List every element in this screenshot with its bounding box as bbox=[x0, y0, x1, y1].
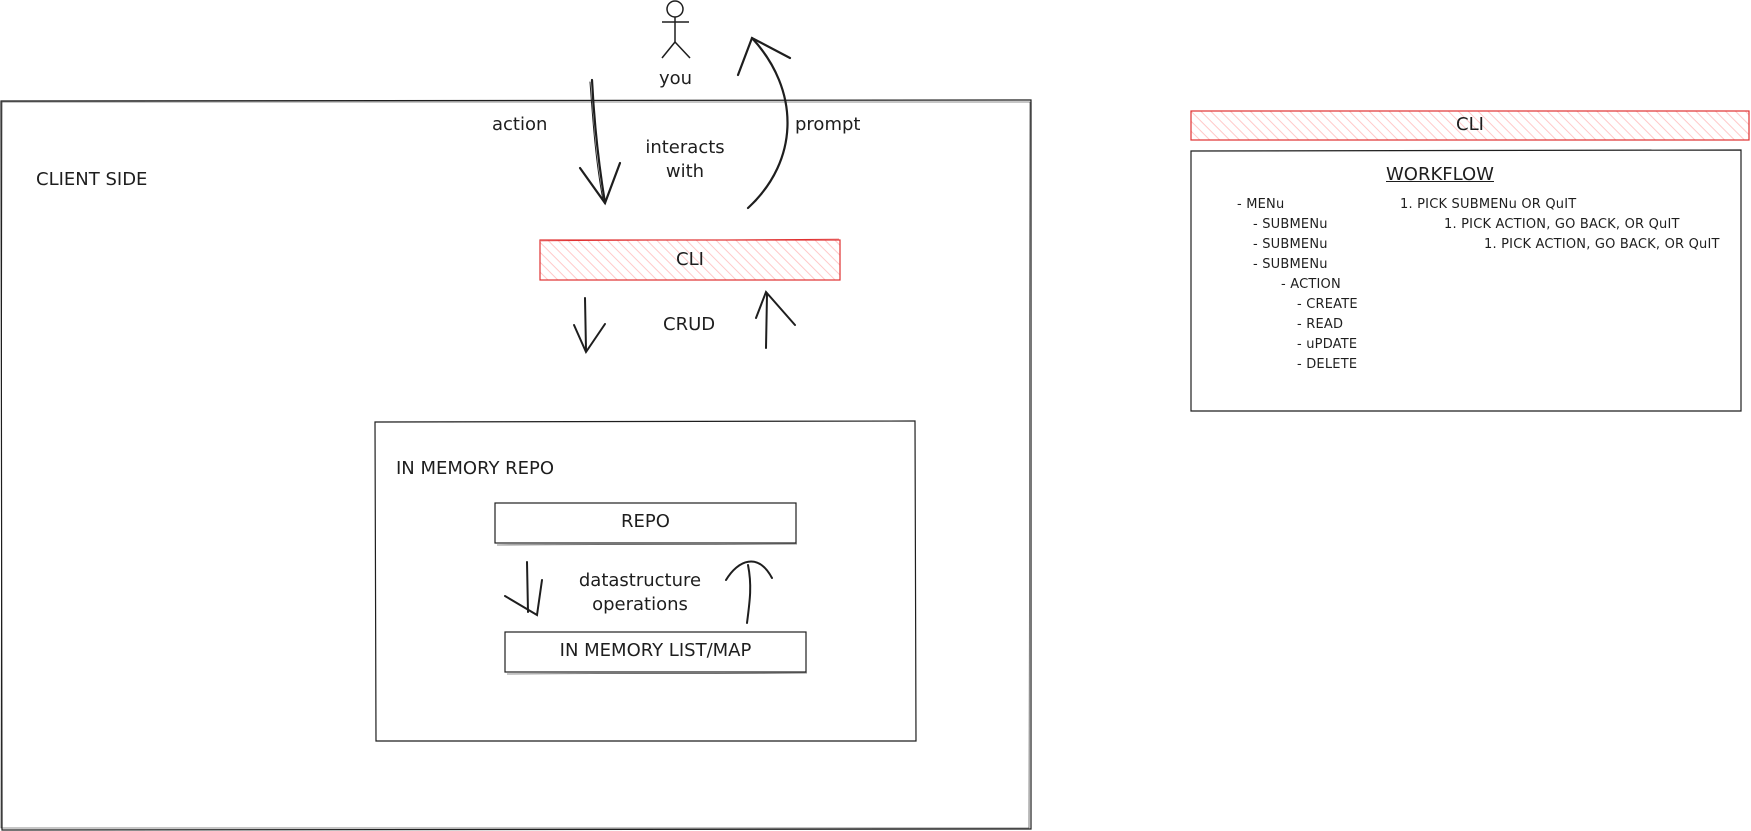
memory-store-label: IN MEMORY LIST/MAP bbox=[559, 640, 752, 661]
repo-label: REPO bbox=[621, 511, 670, 532]
client-side-frame bbox=[0, 99, 1032, 831]
menu-tree-item: - SUBMENu bbox=[1253, 217, 1328, 232]
repo-group-label: IN MEMORY REPO bbox=[396, 458, 555, 479]
workflow-cli-label: CLI bbox=[1456, 114, 1484, 135]
prompt-label: prompt bbox=[795, 114, 861, 135]
crud-down-arrow bbox=[573, 297, 606, 355]
repo-box bbox=[494, 502, 798, 546]
action-label: action bbox=[492, 114, 548, 135]
memory-store-box bbox=[504, 631, 808, 675]
workflow-cli-bar bbox=[1190, 110, 1750, 141]
menu-tree-item: - CREATE bbox=[1297, 297, 1358, 312]
actor-label: you bbox=[659, 68, 693, 89]
ops-label: datastructure operations bbox=[578, 570, 702, 615]
menu-tree-item: - uPDATE bbox=[1297, 337, 1358, 352]
cli-box bbox=[539, 238, 841, 281]
menu-tree-item: - DELETE bbox=[1297, 357, 1358, 372]
client-side-label: CLIENT SIDE bbox=[36, 169, 148, 190]
in-memory-repo-frame bbox=[374, 420, 917, 742]
actor-figure bbox=[661, 0, 691, 59]
action-arrow bbox=[578, 78, 622, 206]
ops-down-arrow bbox=[504, 561, 543, 617]
menu-tree-item: - SUBMENu bbox=[1253, 257, 1328, 272]
workflow-step: 1. PICK SUBMENu OR QuIT bbox=[1400, 197, 1577, 212]
crud-up-arrow bbox=[755, 290, 796, 349]
workflow-step: 1. PICK ACTION, GO BACK, OR QuIT bbox=[1484, 237, 1720, 252]
workflow-box bbox=[1190, 149, 1742, 412]
menu-tree-item: - MENu bbox=[1237, 197, 1285, 212]
workflow-title: WORKFLOW bbox=[1386, 164, 1494, 185]
workflow-step: 1. PICK ACTION, GO BACK, OR QuIT bbox=[1444, 217, 1680, 232]
prompt-arrow bbox=[736, 36, 792, 210]
menu-tree-item: - READ bbox=[1297, 317, 1344, 332]
menu-tree-item: - SUBMENu bbox=[1253, 237, 1328, 252]
ops-up-arrow bbox=[725, 560, 773, 624]
interacts-label: interacts with bbox=[645, 137, 725, 182]
crud-label: CRUD bbox=[663, 314, 716, 335]
cli-label: CLI bbox=[676, 249, 704, 270]
menu-tree-item: - ACTION bbox=[1281, 277, 1341, 292]
